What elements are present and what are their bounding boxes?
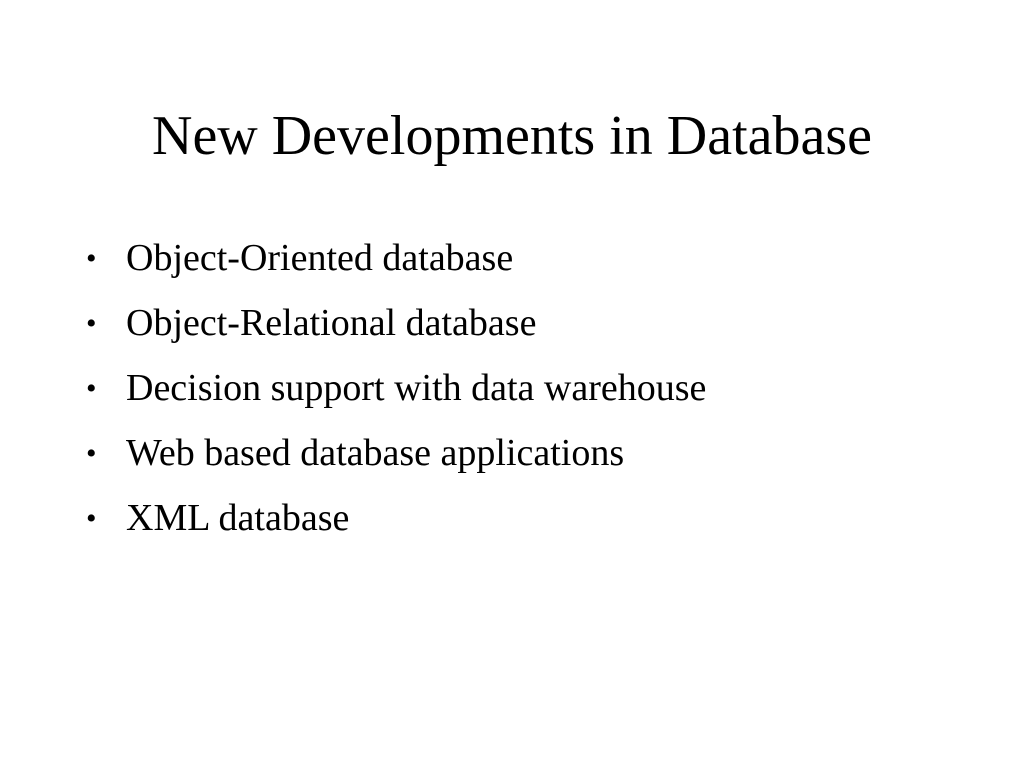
bullet-text: Object-Oriented database	[126, 237, 514, 279]
bullet-icon: •	[86, 437, 97, 470]
bullet-icon: •	[86, 307, 97, 340]
bullet-icon: •	[86, 372, 97, 405]
bullet-icon: •	[86, 242, 97, 275]
bullet-icon: •	[86, 502, 97, 535]
slide-title: New Developments in Database	[152, 105, 872, 167]
bullet-text: Object-Relational database	[126, 302, 537, 344]
bullet-text: Decision support with data warehouse	[126, 367, 707, 409]
bullet-text: XML database	[126, 497, 350, 539]
bullet-text: Web based database applications	[126, 432, 625, 474]
